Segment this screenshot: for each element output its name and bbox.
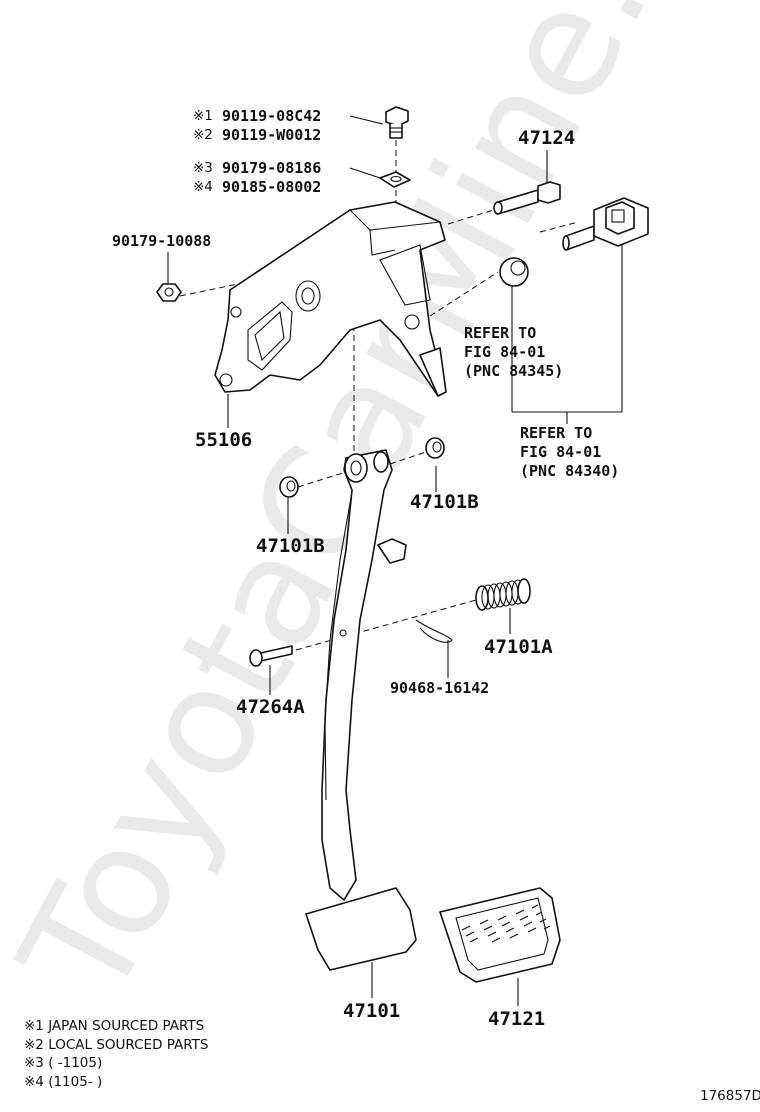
fastener-mark: ※4 — [193, 179, 213, 195]
refer-line: FIG 84-01 — [520, 443, 601, 461]
fastener-mark: ※3 — [193, 160, 213, 176]
fastener-mark: ※2 — [193, 127, 213, 143]
pedal-bracket-55106 — [214, 201, 447, 397]
pedal-bushing-left-icon — [279, 476, 299, 498]
refer-line: FIG 84-01 — [464, 343, 545, 361]
footnote-line: ※3 ( -1105) — [24, 1055, 102, 1071]
part-label-47101b-right[interactable]: 47101B — [410, 491, 479, 513]
dash-nut — [179, 264, 331, 297]
part-number-label[interactable]: 90179-08186 — [222, 159, 321, 177]
part-label-90468-16142[interactable]: 90468-16142 — [390, 679, 489, 697]
dash-bushing — [429, 271, 499, 317]
footnotes: ※1 JAPAN SOURCED PARTS ※2 LOCAL SOURCED … — [24, 1018, 209, 1090]
dash-switch — [539, 221, 579, 233]
bolt-icon — [385, 106, 409, 139]
refer-line: (PNC 84345) — [464, 362, 563, 380]
refer-line: REFER TO — [464, 324, 536, 342]
footnote-line: ※2 LOCAL SOURCED PARTS — [24, 1037, 209, 1053]
fastener-mark: ※1 — [193, 108, 213, 124]
clevis-pin-icon — [249, 645, 293, 667]
footnote-line: ※4 (1105- ) — [24, 1074, 102, 1090]
dash-bushing-left — [297, 471, 347, 488]
part-label-47101b-left[interactable]: 47101B — [256, 535, 325, 557]
hex-nut-icon — [156, 283, 182, 302]
clip-icon — [415, 619, 453, 643]
refer-note-lower: REFER TO FIG 84-01 (PNC 84340) — [520, 424, 619, 480]
pedal-bushing-right-icon — [425, 437, 445, 459]
dash-pin — [295, 599, 477, 651]
refer-line: REFER TO — [520, 424, 592, 442]
part-number-label[interactable]: 90119-W0012 — [222, 126, 321, 144]
dash-47124 — [447, 207, 501, 225]
bushing-icon — [499, 257, 529, 287]
leader-bolt — [349, 115, 384, 125]
leader-nut-top — [349, 167, 381, 179]
part-number-label[interactable]: 90119-08C42 — [222, 107, 321, 125]
flange-nut-icon — [379, 171, 411, 188]
part-number-label[interactable]: 90185-08002 — [222, 178, 321, 196]
part-label-47264a[interactable]: 47264A — [236, 696, 305, 718]
refer-line: (PNC 84340) — [520, 462, 619, 480]
part-label-47101[interactable]: 47101 — [343, 1000, 400, 1022]
stop-lamp-switch-icon — [562, 197, 649, 251]
part-label-90179-10088[interactable]: 90179-10088 — [112, 232, 211, 250]
return-spring-icon — [475, 578, 531, 611]
dash-bushing-right — [389, 451, 427, 465]
fastener-label-list: ※1 90119-08C42 ※2 90119-W0012 ※3 90179-0… — [193, 107, 321, 196]
part-label-47121[interactable]: 47121 — [488, 1008, 545, 1030]
pedal-pad-47101 — [305, 887, 417, 971]
refer-note-upper: REFER TO FIG 84-01 (PNC 84345) — [464, 324, 563, 380]
pedal-pad-cover-47121 — [439, 887, 561, 983]
footnote-line: ※1 JAPAN SOURCED PARTS — [24, 1018, 204, 1034]
part-label-47124[interactable]: 47124 — [518, 127, 575, 149]
part-label-55106[interactable]: 55106 — [195, 429, 252, 451]
brake-pedal-arm-47101 — [321, 449, 407, 901]
part-label-47101a[interactable]: 47101A — [484, 636, 553, 658]
illustration-id: 176857D — [700, 1088, 760, 1104]
pivot-bolt-icon — [493, 181, 561, 215]
